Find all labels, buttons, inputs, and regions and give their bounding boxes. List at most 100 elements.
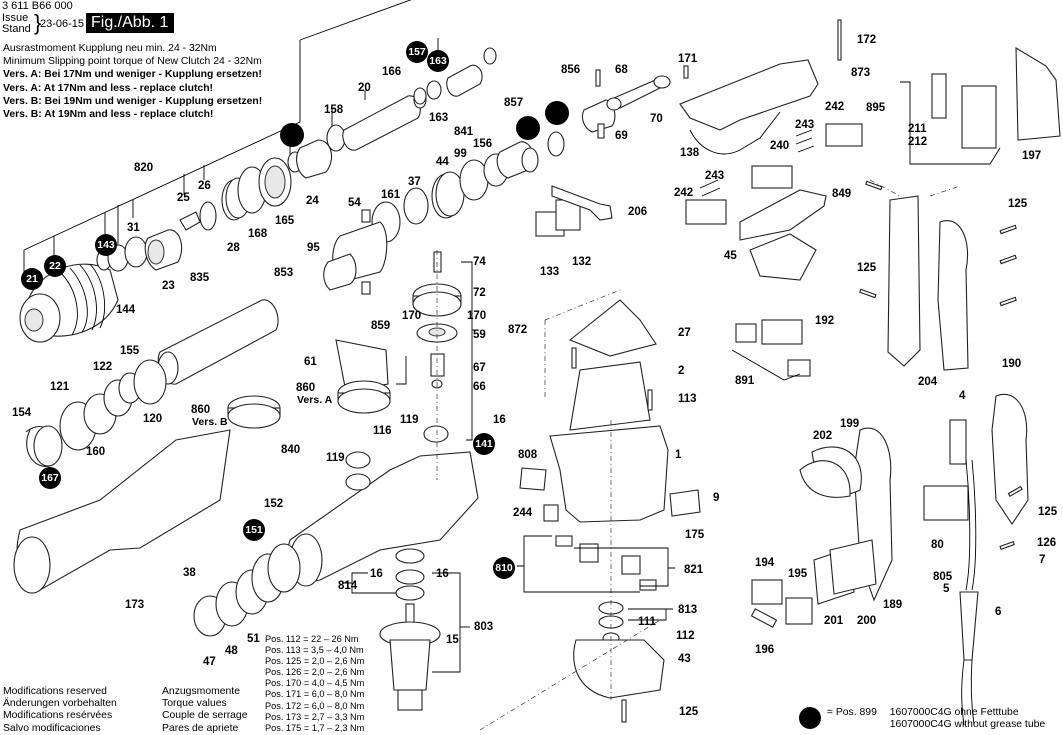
part-label: 803 (474, 621, 494, 633)
heading-line: Anzugsmomente (162, 686, 240, 697)
part-label: 202 (813, 430, 833, 442)
part-label: 197 (1022, 150, 1042, 162)
part-label: 200 (857, 615, 877, 627)
part-label: 47 (203, 656, 216, 668)
part-label: 133 (540, 266, 560, 278)
part-label: 242 (825, 101, 845, 113)
badge-part: 157 (406, 41, 428, 63)
part-label: 125 (1038, 506, 1058, 518)
issue-label: Issue (2, 12, 29, 24)
part-label: 201 (824, 615, 844, 627)
legend-part-line: 1607000C4G without grease tube (889, 719, 1046, 730)
part-label: 173 (125, 599, 145, 611)
heading-line: Pares de apriete (162, 722, 239, 734)
part-label: 155 (120, 345, 140, 357)
part-label: 5 (943, 583, 950, 595)
part-label: 111 (638, 616, 656, 628)
part-label: 125 (1008, 198, 1028, 210)
part-label: 80 (931, 539, 944, 551)
part-label: 211 (908, 123, 927, 135)
part-label: 72 (473, 287, 486, 299)
badge-part: 143 (95, 234, 117, 256)
part-label: 119 (400, 414, 419, 426)
part-label: 192 (815, 315, 835, 327)
note-line: Vers. B: Bei 19Nm und weniger - Kupplung… (3, 95, 263, 107)
part-label: 116 (373, 425, 392, 437)
part-label: 120 (143, 413, 163, 425)
part-label: 16 (493, 414, 506, 426)
legend-parts: 1607000C4G ohne Fetttube 1607000C4G with… (890, 707, 1045, 731)
top-cover-873 (679, 59, 819, 131)
legend-pos: = Pos. 899 (826, 707, 877, 718)
part-label: 27 (678, 327, 691, 339)
badge-part: 151 (243, 519, 265, 541)
end-cap-43 (573, 639, 665, 699)
cable-guide-197 (1015, 47, 1061, 141)
part-label: 25 (177, 192, 190, 204)
part-label: 860 (191, 404, 211, 416)
part-label: 48 (225, 645, 238, 657)
part-label: 125 (857, 262, 877, 274)
part-label: 857 (504, 97, 524, 109)
part-label: 156 (473, 138, 493, 150)
part-label: 122 (93, 361, 113, 373)
part-label: 859 (371, 320, 391, 332)
legend: = Pos. 899 1607000C4G ohne Fetttube 1607… (799, 707, 1045, 731)
part-label: 820 (134, 162, 154, 174)
part-label: 1 (675, 449, 682, 461)
part-label: 189 (883, 599, 903, 611)
part-label: 204 (918, 376, 938, 388)
badge-part: 21 (21, 268, 43, 290)
part-label: 194 (755, 557, 775, 569)
part-label: 171 (678, 53, 698, 65)
modifications-notice: Modifications reserved Änderungen vorbeh… (3, 686, 117, 735)
note-line: Ausrastmoment Kupplung neu min. 24 - 32N… (3, 43, 217, 54)
part-label: 121 (50, 381, 70, 393)
part-label: 43 (678, 653, 691, 665)
legend-part-line: 1607000C4G ohne Fetttube (889, 707, 1019, 718)
part-label: 242 (674, 187, 694, 199)
note-line: Vers. A: Bei 17Nm und weniger - Kupplung… (3, 69, 262, 81)
part-label: 158 (324, 104, 344, 116)
cover-45 (749, 233, 817, 281)
badge-part: 167 (39, 467, 61, 489)
issue-stand-label: Issue Stand (2, 13, 31, 35)
badge-pos-899 (516, 116, 540, 140)
part-label: 853 (274, 267, 294, 279)
torque-value: Pos. 170 = 4,0 – 4,5 Nm (265, 678, 365, 689)
filter-200 (829, 539, 877, 595)
part-label: 170 (467, 310, 487, 322)
torque-value: Pos. 112 = 22 – 26 Nm (265, 634, 359, 644)
part-label: 37 (408, 176, 421, 188)
part-label: 841 (454, 126, 474, 138)
part-label: 67 (473, 362, 486, 374)
part-label: 895 (866, 102, 886, 114)
part-label: 113 (678, 393, 697, 405)
torque-value: Pos. 126 = 2,0 – 2,6 Nm (265, 667, 365, 678)
part-label: 835 (190, 272, 210, 284)
notice-line: Salvo modificaciones (3, 722, 101, 734)
part-label: 4 (959, 390, 966, 402)
part-label: 805 (933, 571, 953, 583)
part-label: 16 (370, 568, 383, 580)
torque-value: Pos. 125 = 2,0 – 2,6 Nm (265, 656, 365, 667)
badge-part: 810 (493, 557, 515, 579)
part-label: 168 (248, 228, 268, 240)
document-number: 3 611 B66 000 (2, 0, 73, 12)
part-label: 20 (358, 82, 371, 94)
part-label: 61 (304, 356, 317, 368)
part-label: 70 (650, 113, 663, 125)
note-line: Vers. B: At 19Nm and less - replace clut… (3, 109, 214, 121)
note-line: Minimum Slipping point torque of New Clu… (3, 56, 262, 68)
hammer-tube-20 (342, 95, 421, 151)
heading-line: Couple de serrage (162, 710, 248, 722)
handle-half-left (887, 195, 921, 367)
issue-date: 23-06-15 (40, 18, 85, 30)
part-label: 243 (795, 119, 815, 131)
torque-value: Pos. 172 = 6,0 – 8,0 Nm (265, 700, 365, 711)
part-label: 856 (561, 64, 581, 76)
clutch-torque-notes: Ausrastmoment Kupplung neu min. 24 - 32N… (3, 42, 262, 121)
part-label: 813 (678, 604, 698, 616)
part-label: 821 (684, 564, 704, 576)
